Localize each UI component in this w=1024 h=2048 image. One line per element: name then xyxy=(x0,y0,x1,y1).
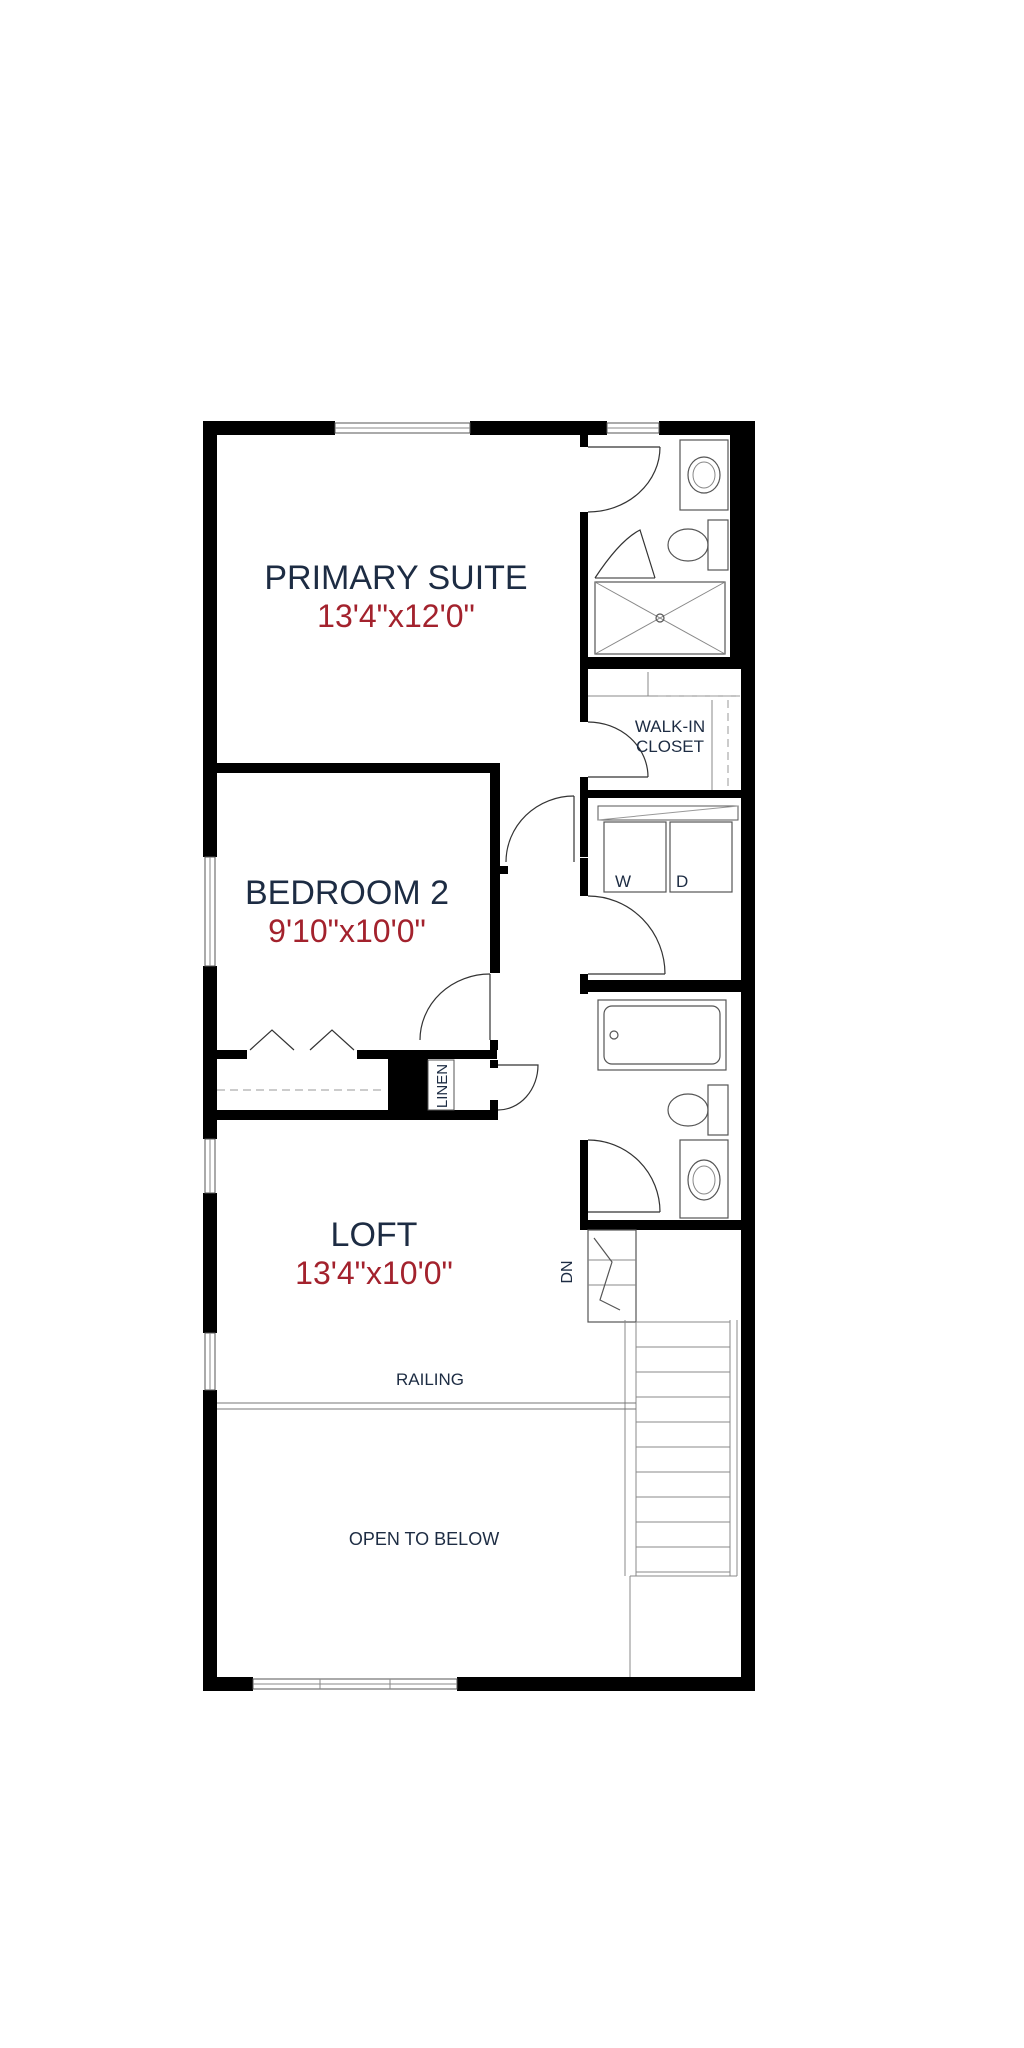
walk-in-closet-label-1: WALK-IN xyxy=(635,717,705,736)
railing-label: RAILING xyxy=(396,1370,464,1389)
primary-suite-dims: 13'4"x12'0" xyxy=(317,598,475,634)
open-to-below-label: OPEN TO BELOW xyxy=(349,1529,499,1549)
linen-label: LINEN xyxy=(434,1064,451,1108)
interior-walls xyxy=(217,435,755,1230)
exterior-walls xyxy=(203,421,755,1691)
bedroom-2-dims: 9'10"x10'0" xyxy=(268,913,426,949)
dryer-label: D xyxy=(676,872,688,891)
loft-name: LOFT xyxy=(331,1216,418,1254)
primary-suite-name: PRIMARY SUITE xyxy=(264,559,527,597)
bedroom-2-name: BEDROOM 2 xyxy=(245,874,449,912)
loft-dims: 13'4"x10'0" xyxy=(295,1255,453,1291)
bedroom-doors xyxy=(217,795,575,1111)
ensuite-fixtures xyxy=(587,439,729,655)
walk-in-closet xyxy=(587,672,740,790)
stairs-down-label: DN xyxy=(559,1260,576,1283)
laundry xyxy=(587,805,739,975)
main-bath xyxy=(587,999,729,1219)
washer-label: W xyxy=(615,872,631,891)
walk-in-closet-label-2: CLOSET xyxy=(636,737,704,756)
stairs xyxy=(587,1229,738,1677)
windows xyxy=(204,422,660,1690)
railing xyxy=(217,1402,636,1410)
